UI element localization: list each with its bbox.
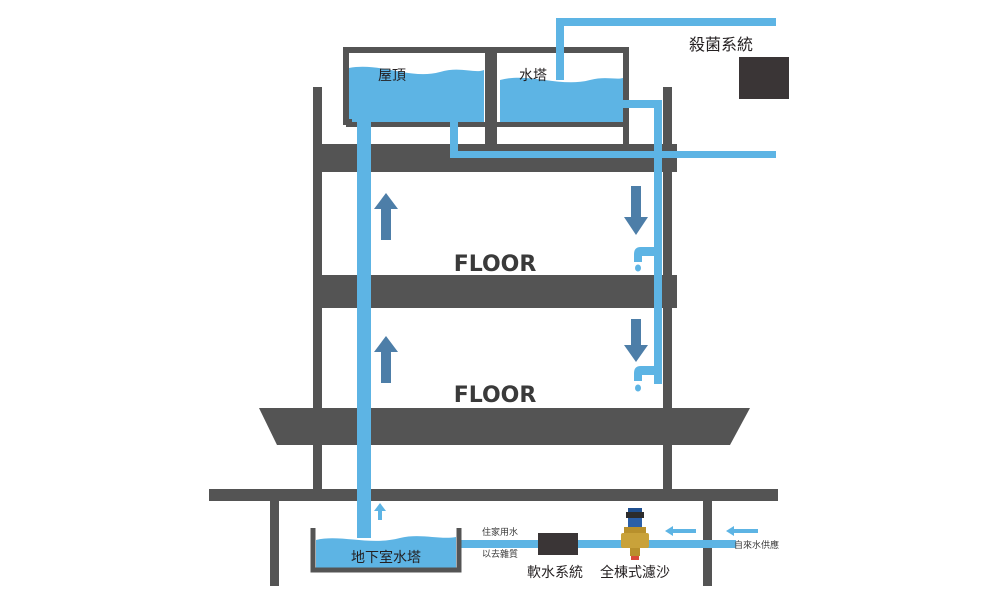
ground-column-right bbox=[663, 445, 672, 490]
basement-tank-frame bbox=[310, 528, 462, 573]
arrow-down-icon bbox=[624, 319, 648, 362]
basement-tank-label: 地下室水塔 bbox=[351, 549, 421, 566]
softener-unit bbox=[538, 533, 578, 555]
whole-house-filter-icon bbox=[621, 508, 649, 560]
water-pipes bbox=[357, 18, 776, 548]
basement-wall-left bbox=[270, 501, 279, 586]
sterilization-pipe-horizontal bbox=[556, 18, 776, 26]
water-tower-water bbox=[500, 77, 623, 122]
rooftop-tanks bbox=[343, 47, 629, 144]
sterilization-unit bbox=[739, 57, 789, 99]
softener-label: 軟水系統 bbox=[527, 565, 583, 581]
faucet-upper bbox=[634, 247, 656, 272]
ground-column-left bbox=[313, 445, 322, 490]
basement-tank bbox=[310, 528, 462, 573]
supply-pipe bbox=[458, 540, 736, 548]
remove-hardness-label: 以去雜質 bbox=[482, 548, 518, 560]
text-labels: 屋頂 水塔 殺菌系統 FLOOR FLOOR 地下室水塔 住家用水 以去雜質 軟… bbox=[351, 35, 779, 581]
connector-pipe-vertical bbox=[450, 120, 458, 157]
ground-line bbox=[209, 489, 778, 501]
water-drop bbox=[635, 384, 641, 392]
sterilization-label: 殺菌系統 bbox=[689, 35, 753, 54]
middle-floor-slab bbox=[313, 275, 677, 308]
water-drop bbox=[635, 264, 641, 272]
water-tower-label: 水塔 bbox=[519, 68, 547, 84]
small-flow-arrows bbox=[374, 503, 758, 536]
water-tower-base bbox=[494, 122, 626, 127]
roof-tank-base bbox=[346, 122, 488, 127]
basement-tank-water bbox=[316, 536, 456, 568]
building-structure bbox=[209, 87, 778, 586]
flow-arrows bbox=[374, 186, 648, 383]
roof-label: 屋頂 bbox=[378, 68, 406, 84]
whole-house-filter-label: 全棟式濾沙 bbox=[600, 564, 670, 581]
arrow-left-icon bbox=[726, 526, 758, 536]
arrow-up-icon bbox=[374, 336, 398, 383]
arrow-up-icon bbox=[374, 193, 398, 240]
arrow-up-small-icon bbox=[374, 503, 386, 520]
floor-label-lower: FLOOR bbox=[454, 383, 537, 408]
floor-label-upper: FLOOR bbox=[454, 252, 537, 277]
arrow-down-icon bbox=[624, 186, 648, 235]
arrow-left-icon bbox=[665, 526, 696, 536]
downpipe bbox=[654, 100, 662, 384]
sterilization-pipe-vertical bbox=[556, 18, 564, 80]
roof-tank-water bbox=[349, 66, 484, 122]
faucet-lower bbox=[634, 366, 656, 392]
connector-pipe-horizontal bbox=[450, 151, 776, 158]
ground-floor-slab bbox=[259, 408, 750, 445]
riser-pipe bbox=[357, 120, 371, 538]
household-water-label: 住家用水 bbox=[482, 526, 518, 538]
downpipe-top bbox=[620, 100, 662, 108]
city-supply-label: 自來水供應 bbox=[734, 539, 779, 551]
